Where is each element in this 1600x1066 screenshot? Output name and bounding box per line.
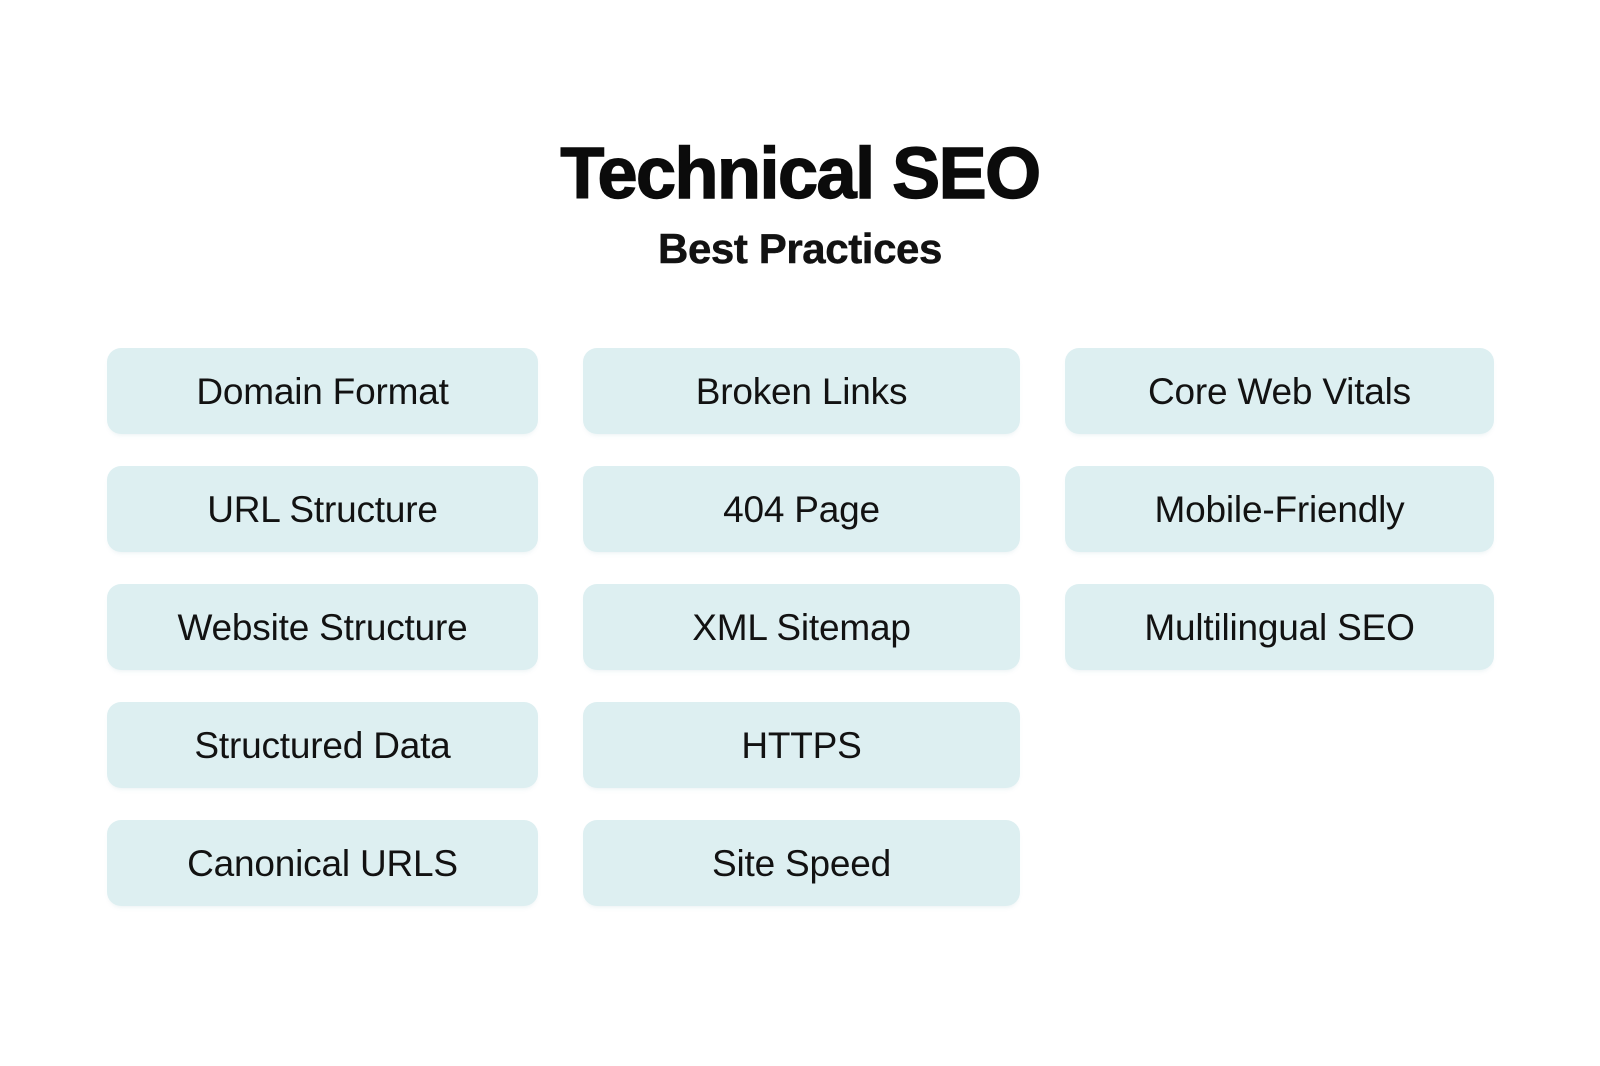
best-practices-grid: Domain Format URL Structure Website Stru… [107,348,1494,906]
column-1: Domain Format URL Structure Website Stru… [107,348,538,906]
list-item[interactable]: URL Structure [107,466,538,552]
list-item[interactable]: Mobile-Friendly [1065,466,1494,552]
pill-label: HTTPS [741,724,862,766]
pill-label: Canonical URLS [187,842,458,884]
list-item[interactable]: Domain Format [107,348,538,434]
pill-label: Site Speed [711,842,892,884]
pill-label: XML Sitemap [692,606,911,648]
pill-label: Multilingual SEO [1144,606,1415,648]
pill-label: URL Structure [207,488,438,530]
list-item[interactable]: 404 Page [583,466,1020,552]
column-2: Broken Links 404 Page XML Sitemap HTTPS … [583,348,1020,906]
list-item[interactable]: Broken Links [583,348,1020,434]
column-3: Core Web Vitals Mobile-Friendly Multilin… [1065,348,1494,670]
list-item[interactable]: Multilingual SEO [1065,584,1494,670]
list-item[interactable]: HTTPS [583,702,1020,788]
list-item[interactable]: Core Web Vitals [1065,348,1494,434]
list-item[interactable]: Canonical URLS [107,820,538,906]
list-item[interactable]: Website Structure [107,584,538,670]
pill-label: Structured Data [194,724,451,766]
pill-label: Core Web Vitals [1148,370,1411,412]
pill-label: Mobile-Friendly [1154,488,1405,530]
pill-label: Domain Format [196,370,449,412]
pill-label: Website Structure [177,606,468,648]
pill-label: Broken Links [695,370,908,412]
pill-label: 404 Page [723,488,880,530]
header: Technical SEO Best Practices [0,134,1600,272]
page-subtitle: Best Practices [658,225,943,272]
list-item[interactable]: Site Speed [583,820,1020,906]
page-title: Technical SEO [560,134,1042,214]
list-item[interactable]: XML Sitemap [583,584,1020,670]
list-item[interactable]: Structured Data [107,702,538,788]
